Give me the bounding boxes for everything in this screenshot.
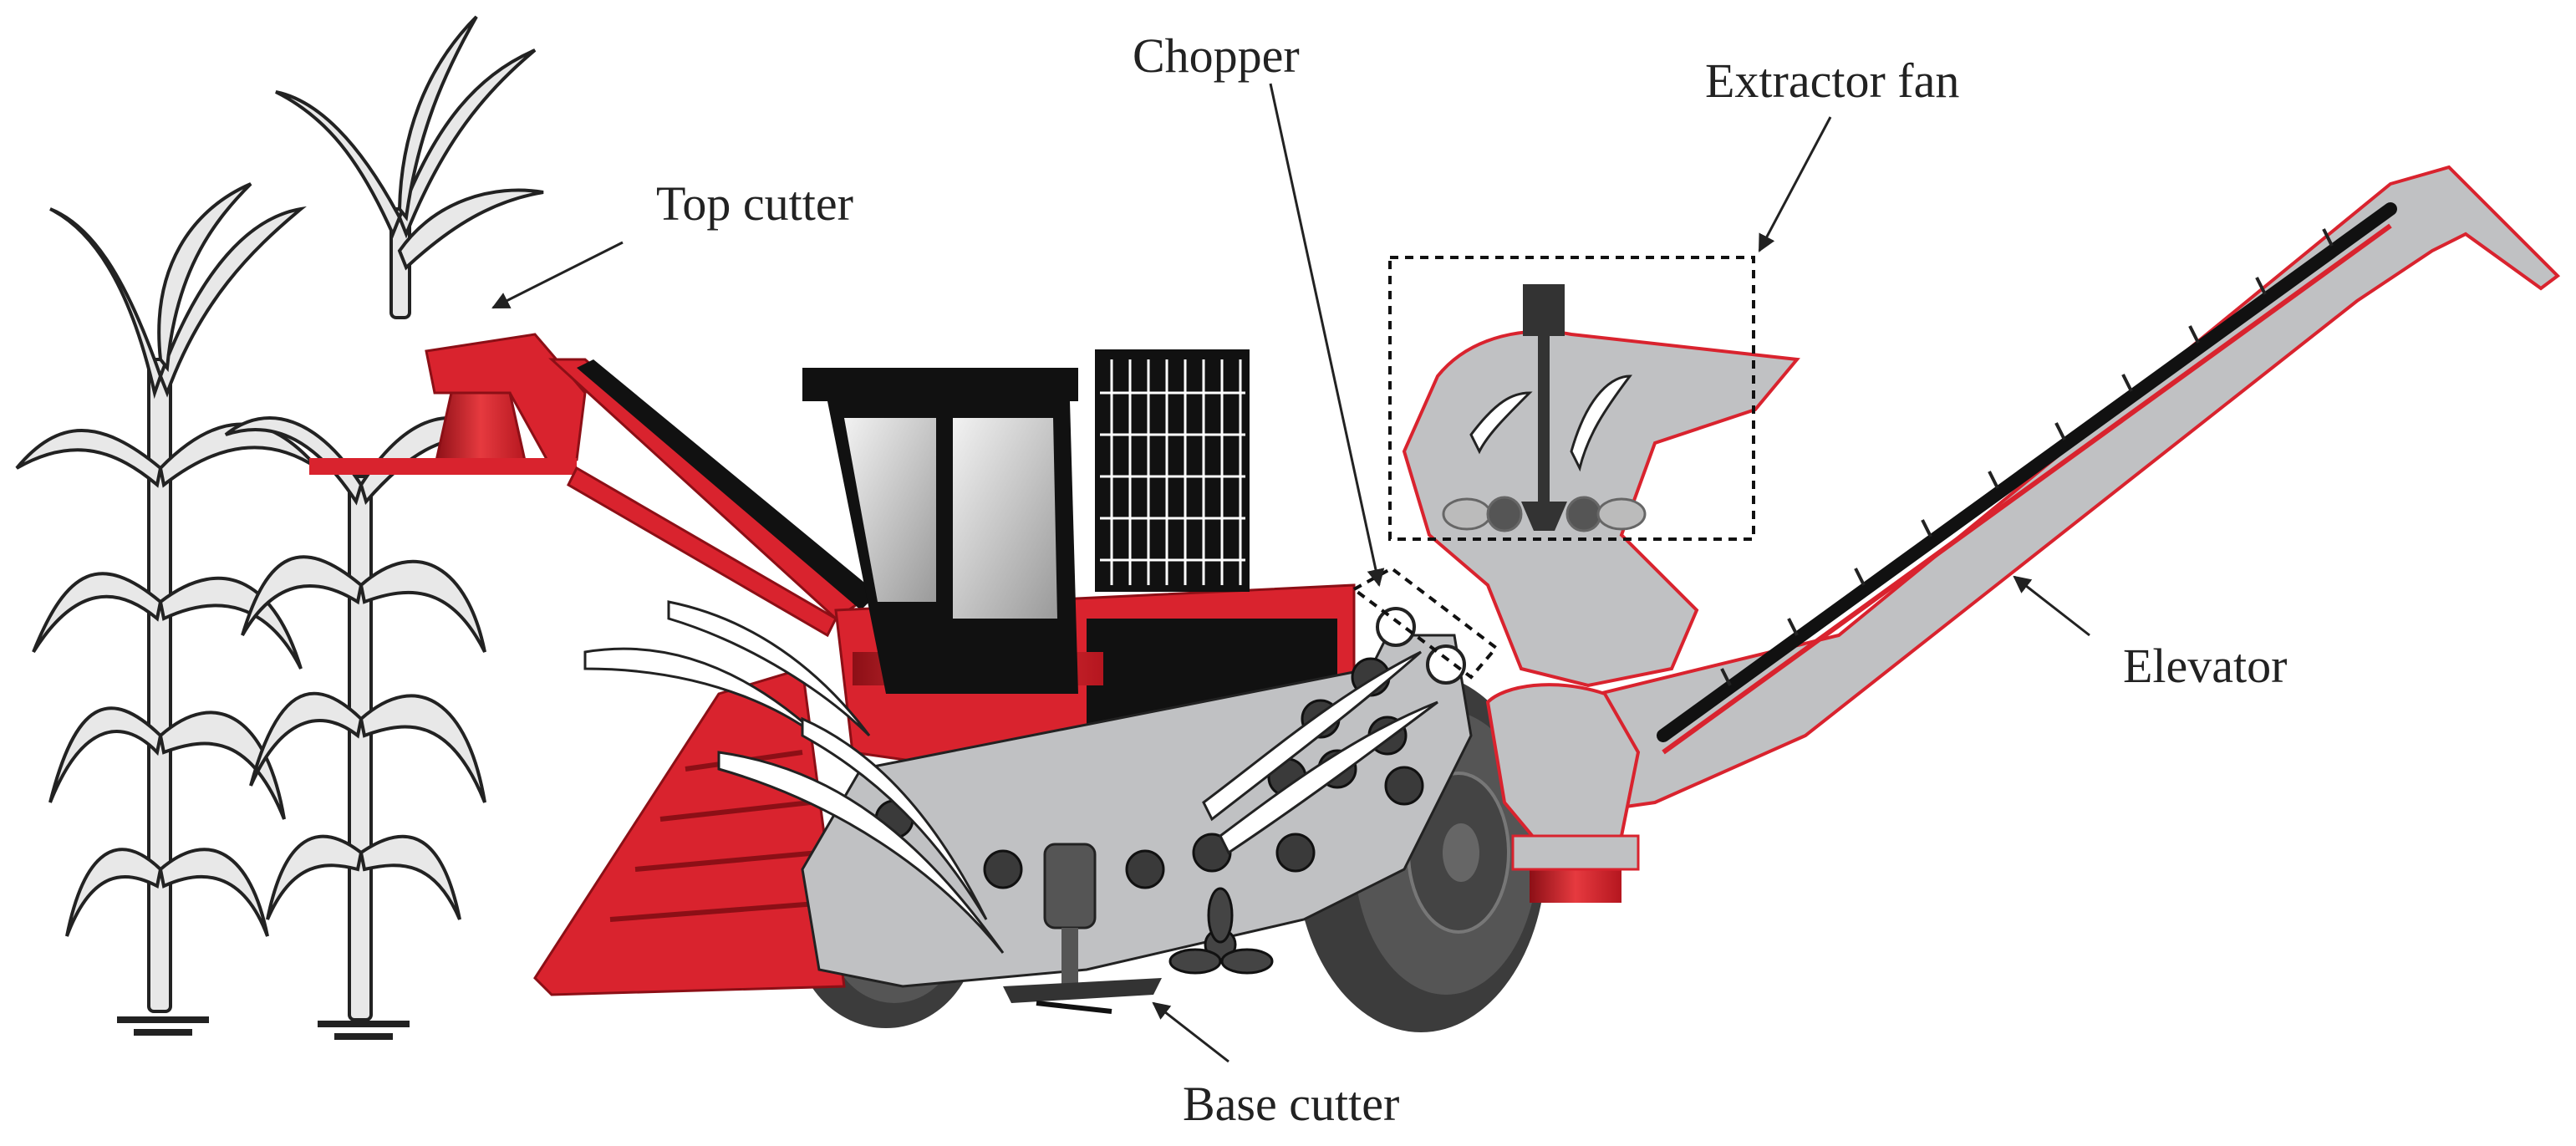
chopper-box	[1351, 566, 1499, 680]
chopper-rollers	[1376, 607, 1466, 685]
chopper-arrow	[1269, 83, 1385, 588]
highlight-boxes	[1351, 256, 1755, 680]
callout-arrows	[491, 83, 2090, 1063]
engine-grille	[1095, 349, 1250, 592]
extractor-fan-box	[1388, 256, 1755, 541]
spoked-rotor	[1168, 887, 1274, 975]
extractor-fan-arrow	[1758, 116, 1832, 252]
sugarcane-plant-top	[275, 15, 544, 319]
label-base-cutter: Base cutter	[1183, 1077, 1400, 1131]
top-cutter-assembly	[309, 333, 878, 638]
base-cutter-arrow	[1152, 1001, 1229, 1063]
label-elevator: Elevator	[2123, 639, 2288, 693]
operator-cab	[802, 368, 1078, 694]
elevator-arrow	[2013, 575, 2090, 637]
crop-divider	[533, 667, 846, 996]
cane-stalks-flow	[583, 600, 1617, 954]
base-cutter-disc	[1003, 843, 1162, 1014]
top-cutter-arrow	[491, 241, 624, 309]
label-top-cutter: Top cutter	[656, 176, 853, 231]
extractor-hood	[1402, 284, 1800, 688]
label-extractor-fan: Extractor fan	[1705, 53, 1960, 108]
label-chopper: Chopper	[1133, 28, 1300, 83]
sugarcane-plant-right	[224, 416, 503, 1040]
elevator-conveyor	[1485, 165, 2561, 903]
